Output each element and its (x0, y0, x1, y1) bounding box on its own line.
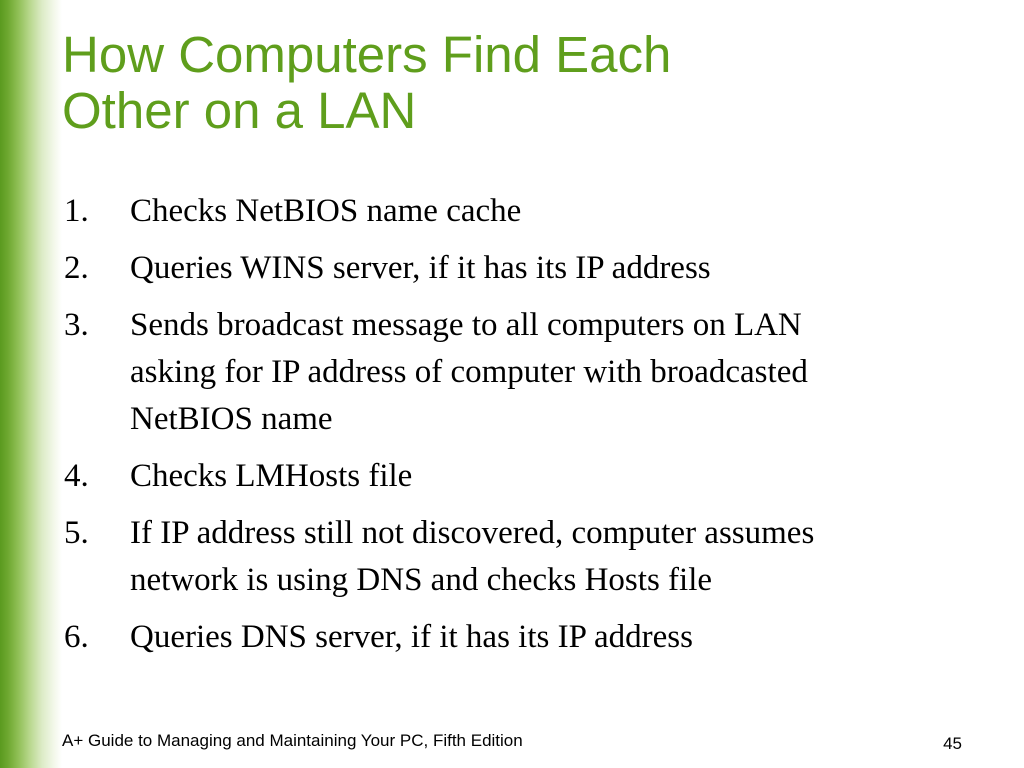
step-number: 3. (64, 307, 89, 343)
step-number: 5. (64, 515, 89, 551)
list-item: 6. Queries DNS server, if it has its IP … (64, 614, 984, 661)
step-number: 6. (64, 619, 89, 655)
step-text: Checks NetBIOS name cache (130, 193, 522, 229)
list-item: 3. Sends broadcast message to all comput… (64, 302, 984, 443)
title-line: Other on a LAN (62, 82, 417, 139)
list-item: 4. Checks LMHosts file (64, 453, 984, 500)
page-number: 45 (943, 734, 962, 753)
step-text: Queries WINS server, if it has its IP ad… (130, 250, 711, 286)
title-line: How Computers Find Each (62, 26, 672, 83)
step-number: 1. (64, 193, 89, 229)
step-text: Checks LMHosts file (130, 458, 413, 494)
steps-list: 1. Checks NetBIOS name cache 2. Queries … (64, 188, 984, 671)
step-number: 2. (64, 250, 89, 286)
step-text: Queries DNS server, if it has its IP add… (130, 619, 693, 655)
left-gradient-bar (0, 0, 62, 768)
step-text-line: Sends broadcast message to all computers… (130, 307, 802, 343)
step-text-line: If IP address still not discovered, comp… (130, 515, 815, 551)
list-item: 2. Queries WINS server, if it has its IP… (64, 245, 984, 292)
list-item: 5. If IP address still not discovered, c… (64, 510, 984, 604)
list-item: 1. Checks NetBIOS name cache (64, 188, 984, 235)
footer-text: A+ Guide to Managing and Maintaining You… (62, 731, 523, 750)
step-text: Sends broadcast message to all computers… (130, 302, 984, 443)
step-number: 4. (64, 458, 89, 494)
step-text: If IP address still not discovered, comp… (130, 510, 984, 604)
step-text-line: NetBIOS name (130, 401, 333, 437)
slide-title: How Computers Find Each Other on a LAN (62, 27, 962, 139)
step-text-line: network is using DNS and checks Hosts fi… (130, 562, 713, 598)
step-text-line: asking for IP address of computer with b… (130, 354, 808, 390)
